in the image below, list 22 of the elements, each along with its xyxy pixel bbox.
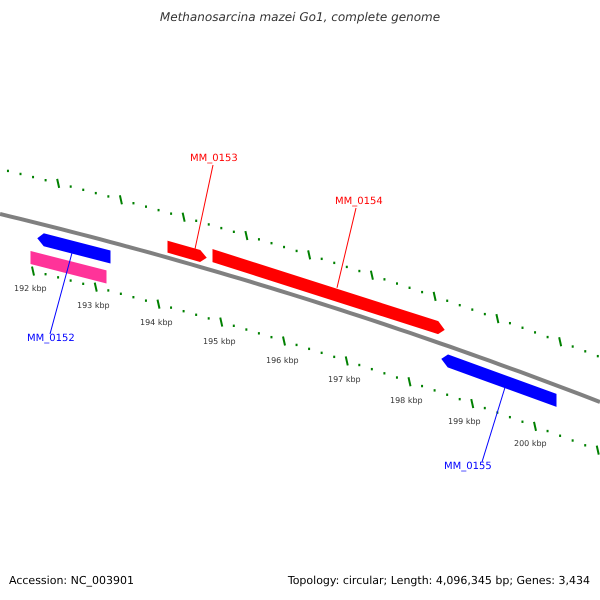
gene-feature: [37, 233, 110, 264]
tick-label: 193 kbp: [77, 302, 110, 310]
gene-label: MM_0154: [335, 197, 383, 207]
tick-label: 200 kbp: [514, 440, 547, 448]
gene-feature: [30, 250, 106, 284]
tick-label: 199 kbp: [448, 418, 481, 426]
footer-text: Topology: circular; Length: 4,096,345 bp; Genes: 3,434: [288, 575, 590, 586]
gene-feature: [212, 249, 445, 334]
gene-feature: [168, 240, 207, 262]
tick-label: 194 kbp: [140, 319, 173, 327]
gene-label: MM_0155: [444, 462, 492, 472]
leader-line: [482, 386, 506, 462]
footer-text: Accession: NC_003901: [9, 575, 134, 586]
leader-line: [336, 208, 356, 288]
gene-label: MM_0152: [27, 334, 75, 344]
leader-line: [50, 252, 72, 334]
tick-label: 196 kbp: [266, 357, 299, 365]
gene-label: MM_0153: [190, 154, 238, 164]
title: Methanosarcina mazei Go1, complete genome: [158, 11, 442, 23]
gene-feature: [441, 354, 556, 407]
leader-line: [194, 164, 214, 250]
tick-label: 197 kbp: [328, 376, 361, 384]
